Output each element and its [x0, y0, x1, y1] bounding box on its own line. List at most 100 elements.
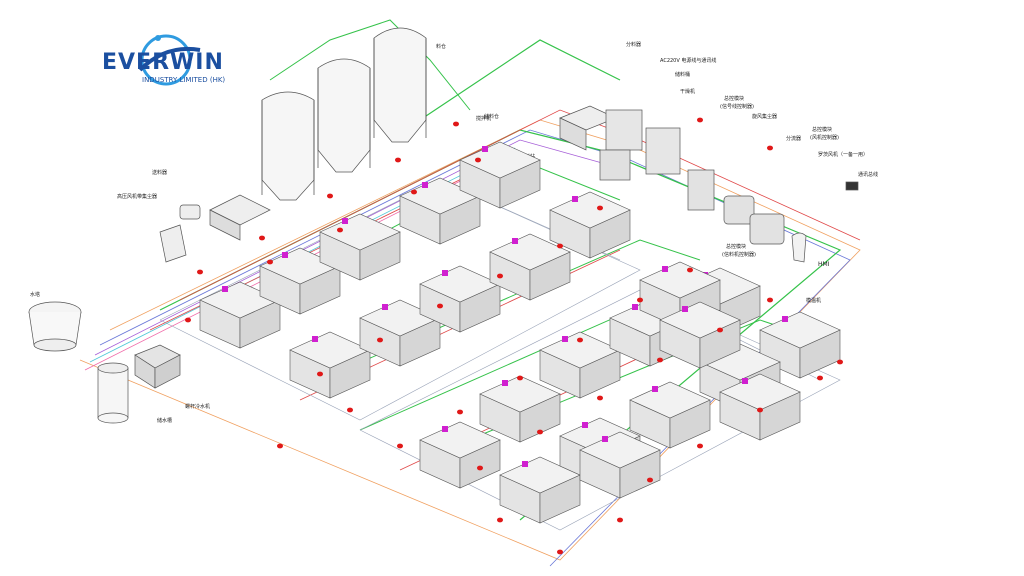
valve-icon [411, 189, 417, 195]
valve-icon [687, 267, 693, 273]
storage-bin-label: 储料桶 [675, 71, 690, 78]
screw-chiller [134, 344, 181, 389]
molding-machine [489, 233, 571, 301]
molding-machine [289, 331, 371, 399]
valve-icon [197, 269, 203, 275]
valve-icon [477, 465, 483, 471]
chiller-label: 螺杆冷水机 [185, 403, 210, 410]
valve-icon [317, 371, 323, 377]
water-storage-label: 储水槽 [157, 417, 172, 424]
hopper-label: 储料仓 [484, 113, 499, 120]
left-equipment [28, 194, 271, 424]
valve-icon [597, 205, 603, 211]
valve-icon [497, 517, 503, 523]
valve-icon [537, 429, 543, 435]
valve-icon [457, 409, 463, 415]
molding-machine [399, 177, 481, 245]
distributor-label: 分料器 [626, 41, 641, 48]
valve-icon [395, 157, 401, 163]
valve-icon [185, 317, 191, 323]
control-cabinet [687, 169, 715, 211]
logo-swoosh-icon [138, 34, 201, 86]
valve-icon [267, 259, 273, 265]
silo-3 [373, 27, 427, 143]
valve-icon [337, 227, 343, 233]
valve-icon [497, 273, 503, 279]
molding-machine [539, 331, 621, 399]
remote-bus-icon [845, 181, 859, 191]
vacuum-valves [185, 117, 843, 555]
valve-icon [347, 407, 353, 413]
central-control-1-label: 总控模块 [724, 95, 744, 102]
molding-machine [479, 375, 561, 443]
valve-icon [557, 549, 563, 555]
valve-icon [577, 337, 583, 343]
water-tower [28, 301, 82, 352]
dryer-label: 干燥机 [680, 88, 695, 95]
valve-icon [657, 357, 663, 363]
molding-machine [549, 191, 631, 259]
feeder-label: 送料器 [152, 169, 167, 176]
valve-icon [817, 375, 823, 381]
valve-icon [437, 303, 443, 309]
molding-machine [629, 381, 711, 449]
hmi-panel [791, 232, 807, 263]
feeder-rack [209, 194, 271, 241]
molding-machine [719, 373, 801, 441]
valve-icon [597, 395, 603, 401]
valve-icon [837, 359, 843, 365]
valve-icon [453, 121, 459, 127]
valve-icon [475, 157, 481, 163]
molding-machine [419, 421, 501, 489]
water-storage-tank [97, 362, 129, 424]
valve-icon [277, 443, 283, 449]
central-equipment [559, 105, 859, 263]
valve-icon [637, 297, 643, 303]
roots-blowers [723, 195, 785, 245]
central-control-1-sub: (信号线控制器) [720, 103, 754, 110]
storage-bins [605, 109, 643, 151]
valve-icon [697, 117, 703, 123]
blower-collector-label: 高压风机带集尘器 [117, 193, 157, 200]
valve-icon [517, 375, 523, 381]
central-control-2-sub: (风机控制器) [810, 134, 839, 141]
logo-subtitle: INDUSTRY LIMITED (HK) [142, 76, 226, 84]
logo-wordmark: EVERWIN [102, 50, 224, 75]
cyclone-label: 旋风集尘器 [752, 113, 777, 120]
valve-icon [647, 477, 653, 483]
station-ctrl-label: 总控模块 [726, 243, 746, 250]
silo-label: 料仓 [436, 43, 446, 50]
water-tower-label: 水塔 [30, 291, 40, 298]
high-pressure-blower [179, 204, 201, 220]
valve-icon [697, 443, 703, 449]
molding-machine [459, 141, 541, 209]
valve-icon [327, 193, 333, 199]
silo-2 [317, 58, 371, 173]
blower-label: 罗茨风机（一备一用） [818, 151, 868, 158]
station-ctrl-sub: (信料机控制器) [722, 251, 756, 258]
mold-temp-label: 模温机 [806, 297, 821, 304]
central-control-2-label: 总控模块 [812, 126, 832, 133]
distribution-valve-label: 分流器 [786, 135, 801, 142]
dryers [599, 127, 681, 181]
silo-1 [261, 91, 315, 201]
molding-machines [199, 141, 841, 524]
molding-machine [319, 213, 401, 281]
valve-icon [617, 517, 623, 523]
mixing-station [559, 105, 617, 151]
valve-icon [767, 145, 773, 151]
valve-icon [767, 297, 773, 303]
valve-icon [557, 243, 563, 249]
valve-icon [377, 337, 383, 343]
valve-icon [397, 443, 403, 449]
everwin-logo: EVERWIN INDUSTRY LIMITED (HK) [100, 30, 230, 92]
silos [261, 27, 427, 201]
remote-io-label: 通讯总线 [858, 171, 878, 178]
valve-icon [259, 235, 265, 241]
molding-machine [759, 311, 841, 379]
molding-machine [579, 431, 661, 499]
cyclone-collector-left [159, 224, 187, 263]
mixer-label: 搅拌机 [476, 115, 491, 122]
